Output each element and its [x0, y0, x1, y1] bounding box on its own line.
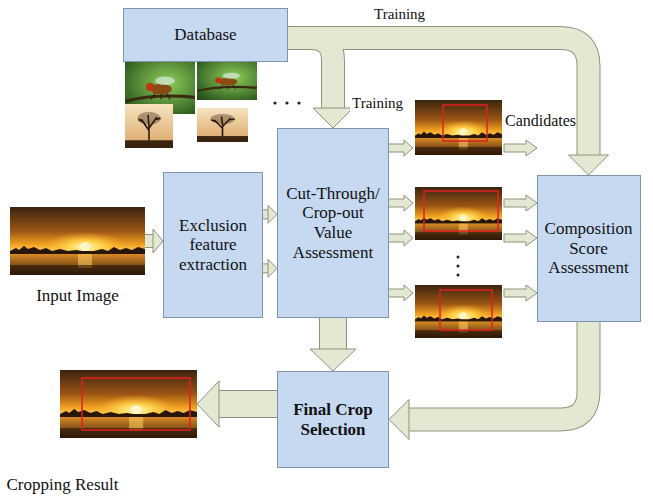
sunset-photo — [415, 100, 502, 155]
small-arrow — [388, 285, 413, 301]
image-caption: Cropping Result — [0, 476, 131, 495]
box-label: Final Crop Selection — [278, 400, 388, 439]
candidate-photos — [415, 100, 502, 338]
small-arrow — [388, 195, 413, 211]
small-arrow — [504, 230, 537, 246]
process-box: Final Crop Selection — [277, 371, 389, 468]
connector-outlines — [145, 38, 589, 420]
sunset-photo — [10, 207, 145, 275]
sunset-photo — [415, 285, 502, 338]
arrow-head — [310, 349, 356, 371]
arrow-head — [268, 205, 277, 223]
result-image: Cropping Result — [60, 370, 197, 438]
process-box: Exclusion feature extraction — [163, 172, 263, 318]
block-arrow — [408, 322, 589, 420]
result-photo — [60, 370, 197, 438]
edge-label: Training — [350, 95, 405, 112]
connector-outline — [218, 390, 277, 418]
ellipsis-dot — [285, 101, 288, 104]
arrow-head — [268, 259, 277, 277]
small-arrow — [388, 230, 413, 246]
block-arrow — [320, 318, 346, 350]
image-caption: Input Image — [10, 287, 145, 306]
tree-photo — [197, 108, 248, 142]
box-label: Composition Score Assessment — [538, 219, 640, 278]
box-label: Cut-Through/ Crop-out Value Assessment — [278, 184, 388, 262]
crop-window — [424, 191, 498, 231]
sunset-photo — [415, 187, 502, 240]
arrow-head — [569, 155, 609, 175]
edge-label: Training — [372, 6, 427, 23]
input-image: Input Image — [10, 207, 145, 275]
ellipsis-dot — [273, 101, 276, 104]
small-arrow — [504, 285, 537, 301]
process-box: Composition Score Assessment — [537, 175, 641, 322]
ellipsis-dot — [457, 274, 460, 277]
crop-window — [82, 378, 190, 430]
input-photo — [10, 207, 145, 275]
database-thumbnails — [125, 62, 301, 148]
process-box: Cut-Through/ Crop-out Value Assessment — [277, 128, 389, 318]
block-arrow — [218, 391, 277, 417]
ellipsis-dot — [457, 265, 460, 268]
sunset-photo — [60, 370, 197, 438]
small-arrow — [388, 140, 413, 156]
group-label: Candidates — [503, 112, 578, 130]
ellipsis-dot — [297, 101, 300, 104]
arrow-head — [153, 229, 163, 253]
arrow-head — [389, 400, 409, 440]
small-arrow — [504, 140, 537, 156]
tree-photo — [125, 104, 173, 148]
candidate-arrows — [388, 140, 537, 301]
arrow-head — [313, 108, 353, 128]
connector-outline — [319, 318, 347, 350]
connector-fills — [145, 38, 589, 420]
crop-window — [443, 105, 487, 141]
crop-window — [440, 290, 492, 330]
small-arrow — [504, 195, 537, 211]
connector-outline — [408, 322, 589, 420]
arrow-head — [197, 381, 219, 427]
ellipsis-dot — [457, 256, 460, 259]
database-box: Database — [123, 8, 288, 62]
box-label: Database — [170, 25, 240, 45]
box-label: Exclusion feature extraction — [164, 216, 262, 275]
insect-photo — [197, 62, 257, 100]
